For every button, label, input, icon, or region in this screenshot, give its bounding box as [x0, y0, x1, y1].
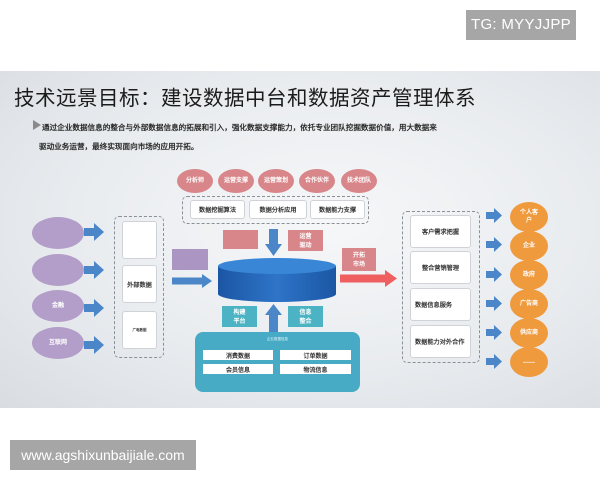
- role-ellipse: 分析师: [177, 169, 213, 193]
- arrow-right-icon: [486, 325, 502, 340]
- source-ellipse: [32, 254, 84, 286]
- arrow-right-icon: [486, 354, 502, 369]
- internal-data-cell: 消费数据: [203, 350, 273, 360]
- role-ellipse: 技术团队: [341, 169, 377, 193]
- left-block: [172, 249, 208, 270]
- external-box: 外部数据: [122, 265, 157, 303]
- bottom-right-block: 信息 整合: [288, 306, 323, 327]
- source-ellipse: [32, 217, 84, 249]
- arrow-right-icon: [486, 267, 502, 282]
- target-ellipse: ……: [510, 347, 548, 377]
- application-box: 客户需求把握: [410, 215, 471, 248]
- internal-data-cell: 订单数据: [280, 350, 351, 360]
- target-ellipse: 个人客户: [510, 202, 548, 232]
- right-block: 开拓 市场: [342, 248, 376, 271]
- slide: 技术远景目标：建设数据中台和数据资产管理体系 通过企业数据信息的整合与外部数据信…: [0, 71, 600, 408]
- internal-panel-title: 企业数据信息: [267, 337, 288, 341]
- data-platform-cylinder-icon: [218, 258, 336, 303]
- role-ellipse: 合作伙伴: [299, 169, 335, 193]
- internal-data-cell: 物流信息: [280, 364, 351, 374]
- internal-data-cell: 会员信息: [203, 364, 273, 374]
- capability-box: 数据挖掘算法: [190, 200, 245, 219]
- target-ellipse: 政府: [510, 260, 548, 290]
- external-data-group: [114, 216, 164, 358]
- arrow-right-red-icon: [340, 270, 397, 287]
- target-ellipse: 广告商: [510, 289, 548, 319]
- role-ellipse: 运营策划: [258, 169, 294, 193]
- arrow-right-icon: [486, 237, 502, 252]
- external-box: [122, 221, 157, 259]
- source-ellipse: 互联网: [32, 327, 84, 359]
- applications-group: [402, 211, 480, 363]
- bottom-left-block: 构建 平台: [222, 306, 257, 327]
- target-ellipse: 企业: [510, 231, 548, 261]
- description-line-1: 通过企业数据信息的整合与外部数据信息的拓展和引入，强化数据支撑能力，依托专业团队…: [42, 123, 437, 132]
- arrow-up-icon: [265, 304, 282, 332]
- arrow-down-icon: [265, 229, 282, 256]
- description-line-2: 驱动业务运营，最终实现面向市场的应用开拓。: [39, 142, 199, 151]
- slide-title: 技术远景目标：建设数据中台和数据资产管理体系: [14, 86, 476, 110]
- arrow-right-icon: [84, 261, 104, 279]
- arrow-right-icon: [84, 336, 104, 354]
- arrow-right-icon: [84, 223, 104, 241]
- tg-watermark: TG: MYYJJPP: [466, 10, 576, 40]
- arrow-right-icon: [84, 299, 104, 317]
- slide-description: 通过企业数据信息的整合与外部数据信息的拓展和引入，强化数据支撑能力，依托专业团队…: [39, 118, 562, 156]
- source-ellipse: 金融: [32, 290, 84, 322]
- url-watermark: www.agshixunbaijiale.com: [10, 440, 196, 470]
- application-box: 整合营销管理: [410, 251, 471, 284]
- triangle-bullet-icon: [33, 120, 41, 130]
- application-box: 数据能力对外合作: [410, 325, 471, 358]
- capability-box: 数据分析应用: [249, 200, 307, 219]
- role-ellipse: 运营支撑: [218, 169, 254, 193]
- top-left-block: [223, 230, 258, 249]
- arrow-right-icon: [486, 208, 502, 223]
- top-right-block: 运营 驱动: [288, 230, 323, 251]
- application-box: 数据信息服务: [410, 288, 471, 321]
- internal-data-panel: 企业数据信息 消费数据 订单数据 会员信息 物流信息: [195, 332, 360, 392]
- arrow-right-icon: [486, 296, 502, 311]
- capability-box: 数据能力支撑: [310, 200, 365, 219]
- capabilities-group: [182, 196, 369, 224]
- target-ellipse: 供应商: [510, 318, 548, 348]
- external-box: 广电数据: [122, 311, 157, 349]
- arrow-right-icon: [172, 274, 212, 288]
